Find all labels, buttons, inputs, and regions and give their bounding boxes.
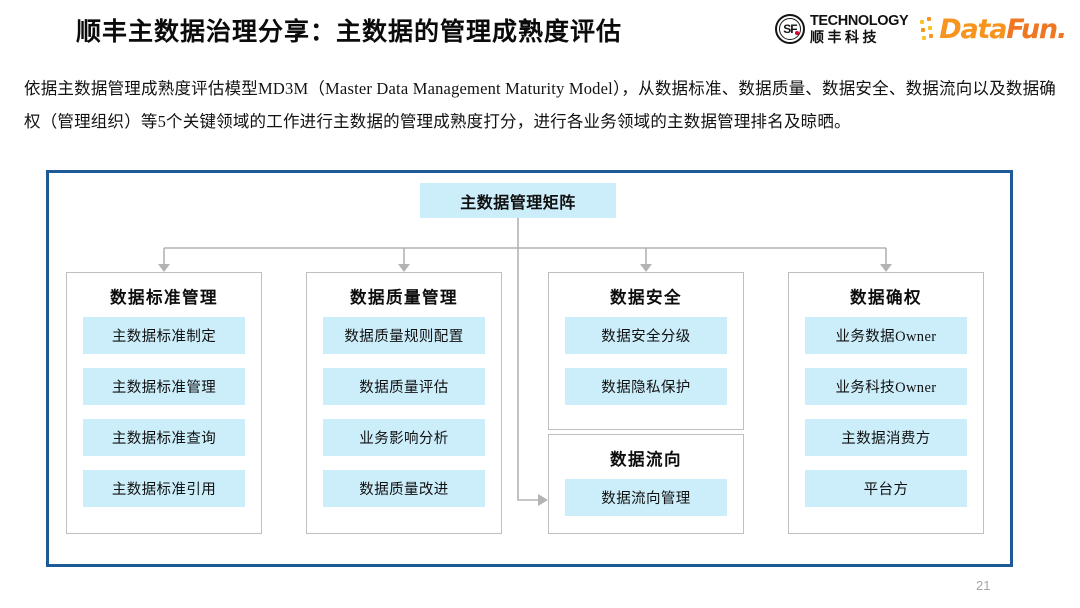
category-title: 数据安全 (610, 288, 682, 307)
item-chip[interactable]: 数据质量改进 (323, 470, 485, 507)
intro-paragraph: 依据主数据管理成熟度评估模型MD3M（Master Data Managemen… (24, 79, 1056, 131)
item-chip[interactable]: 平台方 (805, 470, 967, 507)
page-title: 顺丰主数据治理分享：主数据的管理成熟度评估 (76, 19, 623, 46)
category-title: 数据标准管理 (110, 288, 218, 307)
category-data-security[interactable]: 数据安全 数据安全分级 数据隐私保护 (548, 272, 744, 430)
sf-technology-logo: SF TECHNOLOGY 顺丰科技 (774, 13, 909, 45)
item-chip[interactable]: 数据质量规则配置 (323, 317, 485, 354)
datafun-wordmark: DataFun. (939, 13, 1067, 45)
item-chip[interactable]: 主数据标准管理 (83, 368, 245, 405)
category-data-standard[interactable]: 数据标准管理 主数据标准制定 主数据标准管理 主数据标准查询 主数据标准引用 (66, 272, 262, 534)
item-chip[interactable]: 主数据标准引用 (83, 470, 245, 507)
datafun-part2: Fun. (1006, 13, 1067, 45)
sf-monogram: SF (783, 22, 797, 36)
category-data-quality[interactable]: 数据质量管理 数据质量规则配置 数据质量评估 业务影响分析 数据质量改进 (306, 272, 502, 534)
category-title: 数据确权 (850, 288, 922, 307)
sf-english-label: TECHNOLOGY (809, 13, 909, 30)
category-title: 数据流向 (610, 450, 682, 469)
item-chip[interactable]: 业务影响分析 (323, 419, 485, 456)
category-data-flow[interactable]: 数据流向 数据流向管理 (548, 434, 744, 534)
category-data-ownership[interactable]: 数据确权 业务数据Owner 业务科技Owner 主数据消费方 平台方 (788, 272, 984, 534)
sf-chinese-label: 顺丰科技 (809, 28, 880, 45)
datafun-logo: DataFun. (920, 13, 1067, 45)
item-chip[interactable]: 数据隐私保护 (565, 368, 727, 405)
page-number: 21 (976, 578, 991, 593)
item-chip[interactable]: 业务数据Owner (805, 317, 967, 354)
item-chip[interactable]: 主数据消费方 (805, 419, 967, 456)
sf-wordmark: TECHNOLOGY 顺丰科技 (809, 13, 909, 45)
sf-red-dot-icon (794, 31, 799, 35)
item-chip[interactable]: 业务科技Owner (805, 368, 967, 405)
datafun-part1: Data (939, 13, 1007, 45)
datafun-dots-icon (920, 17, 936, 41)
sf-roundel-icon: SF (774, 14, 805, 44)
item-chip[interactable]: 数据安全分级 (565, 317, 727, 354)
item-chip[interactable]: 数据质量评估 (323, 368, 485, 405)
item-chip[interactable]: 主数据标准查询 (83, 419, 245, 456)
node-root[interactable]: 主数据管理矩阵 (420, 183, 616, 218)
item-chip[interactable]: 数据流向管理 (565, 479, 727, 516)
logo-area: SF TECHNOLOGY 顺丰科技 DataFun. (774, 8, 1072, 50)
category-title: 数据质量管理 (350, 288, 458, 307)
item-chip[interactable]: 主数据标准制定 (83, 317, 245, 354)
